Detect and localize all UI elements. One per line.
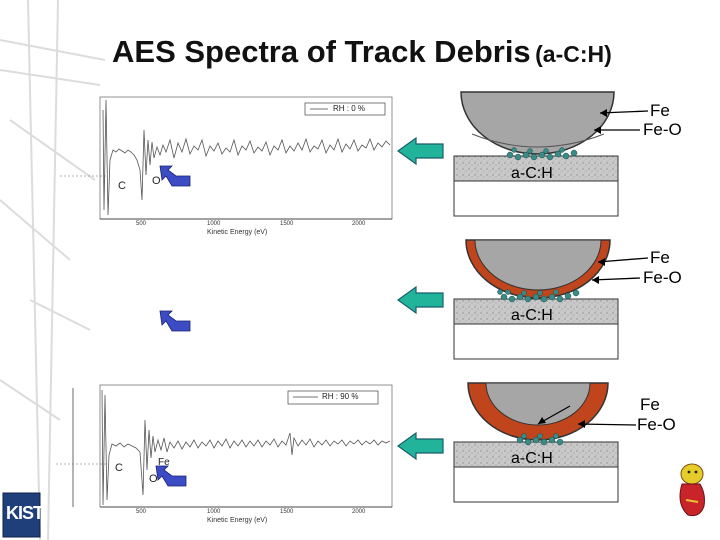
ball-fe: [460, 91, 615, 155]
kist-logo: [2, 492, 41, 538]
schematic-1-fe-label: Fe: [650, 101, 670, 120]
debris-particles: [506, 147, 578, 161]
substrate-layer: [453, 441, 619, 468]
schematic-3-fe-label: Fe: [640, 395, 660, 414]
spectrum-1-peak-o: O: [152, 175, 161, 187]
spectrum-2-legend: RH : 90 %: [322, 392, 359, 401]
schematic-3: [453, 382, 637, 503]
title-sub: (a-C:H): [535, 41, 612, 67]
spectrum-2-peak-o: O: [149, 473, 158, 485]
title-main: AES Spectra of Track Debris: [112, 34, 531, 69]
spectrum-trace: [101, 389, 391, 506]
slide-title: AES Spectra of Track Debris (a-C:H): [112, 34, 612, 70]
schematic-2-substrate-label: a-C:H: [511, 307, 553, 324]
spectrum-rh0: [60, 96, 393, 220]
legend-box: [304, 102, 386, 116]
debris-particles: [497, 289, 580, 303]
ball-fe: [474, 239, 602, 291]
spectrum-1-legend: RH : 0 %: [333, 104, 366, 113]
spectrum-2-tick-2000: 2000: [352, 509, 366, 515]
spectrum-2-tick-1000: 1000: [207, 509, 221, 515]
spectrum-2-tick-500: 500: [136, 509, 147, 515]
schematic-2-feo-label: Fe-O: [643, 268, 682, 287]
schematic-2-fe-label: Fe: [650, 248, 670, 267]
schematic-1: [453, 91, 649, 217]
spectrum-2-peak-c: C: [115, 462, 123, 474]
schematic-3-substrate-label: a-C:H: [511, 450, 553, 467]
schematic-2: [453, 239, 649, 360]
spectrum-1-tick-1500: 1500: [280, 221, 294, 227]
spectrum-trace: [102, 99, 391, 216]
spectrum-frame: [99, 96, 393, 220]
small-curved-arrow-3: [155, 465, 187, 487]
background-pole-decoration: [0, 0, 106, 540]
debris-particles: [516, 433, 564, 446]
spectrum-1-xlabel: Kinetic Energy (eV): [207, 229, 268, 236]
spectrum-1-tick-2000: 2000: [352, 221, 366, 227]
spectrum-2-xlabel: Kinetic Energy (eV): [207, 517, 268, 524]
schematic-1-feo-label: Fe-O: [643, 120, 682, 139]
ball-fe: [485, 382, 591, 426]
small-curved-arrow-2: [159, 310, 191, 332]
schematic-1-substrate-label: a-C:H: [511, 165, 553, 182]
substrate-layer: [453, 298, 619, 325]
spectrum-2-peak-fe: Fe: [158, 457, 170, 468]
teal-arrow-2: [396, 285, 444, 315]
mascot-figure: [679, 463, 705, 517]
spectrum-1-peak-c: C: [118, 180, 126, 192]
substrate-layer: [453, 155, 619, 182]
spectrum-1-tick-500: 500: [136, 221, 147, 227]
kist-logo-text: KIST: [6, 503, 44, 523]
spectrum-frame: [99, 384, 393, 508]
teal-arrow-1: [396, 136, 444, 166]
spectrum-rh90: [56, 384, 393, 508]
spectrum-1-tick-1000: 1000: [207, 221, 221, 227]
schematic-3-feo-label: Fe-O: [637, 415, 676, 434]
spectrum-2-tick-1500: 1500: [280, 509, 294, 515]
small-curved-arrow-1: [159, 165, 191, 187]
teal-arrow-3: [396, 431, 444, 461]
legend-box: [287, 390, 379, 405]
